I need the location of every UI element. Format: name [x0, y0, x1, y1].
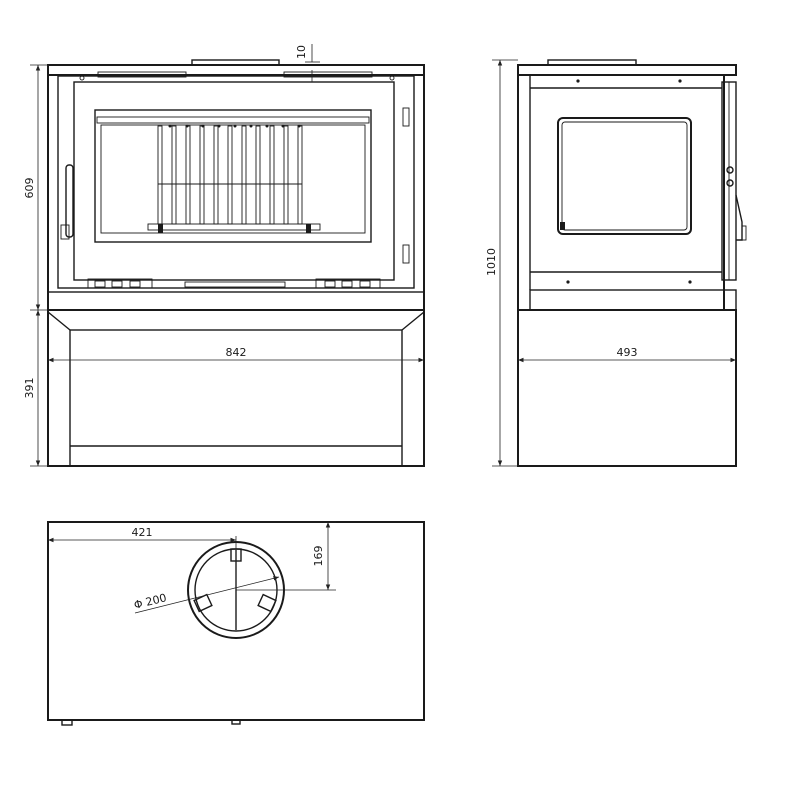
dim-depth: 493: [617, 346, 638, 359]
side-body: [517, 74, 725, 311]
front-dimensions: 10 609 391 842: [23, 44, 424, 467]
front-glass-outer: [94, 109, 372, 243]
dim-width: 842: [226, 346, 247, 359]
front-ash-plate: [47, 291, 425, 311]
front-grate: [147, 124, 321, 233]
top-dimensions: 421 169 Φ 200: [48, 521, 336, 614]
front-door-handle: [65, 164, 74, 238]
side-ash-plate: [529, 289, 737, 311]
front-glass-lintel: [96, 116, 370, 124]
front-top-slot-right: [283, 71, 373, 78]
front-glass-inner: [100, 124, 366, 234]
front-view: [47, 59, 425, 467]
dim-flue-center-x: 421: [132, 526, 153, 539]
front-door-frame-outer: [57, 75, 415, 289]
side-top-plate: [517, 64, 737, 76]
side-window-outer: [557, 117, 692, 235]
dim-total-height: 1010: [485, 248, 498, 276]
dim-base-height: 391: [23, 378, 36, 399]
front-hinge-top: [402, 107, 410, 127]
side-view: [517, 59, 747, 467]
side-window-inner: [561, 121, 688, 231]
front-top-slot-left: [97, 71, 187, 78]
front-base: [47, 309, 425, 467]
front-door-latch: [60, 224, 70, 240]
front-air-controls: [87, 278, 381, 289]
side-dimensions: 1010 493: [485, 59, 736, 467]
dim-flue-center-y: 169: [312, 546, 325, 567]
dim-flue-offset: 10: [295, 45, 308, 59]
front-hinge-bottom: [402, 244, 410, 264]
dim-firebox-height: 609: [23, 178, 36, 199]
front-top-plate: [47, 64, 425, 76]
side-handle: [726, 166, 747, 241]
front-door-frame-inner: [73, 81, 395, 281]
side-base: [517, 309, 737, 467]
